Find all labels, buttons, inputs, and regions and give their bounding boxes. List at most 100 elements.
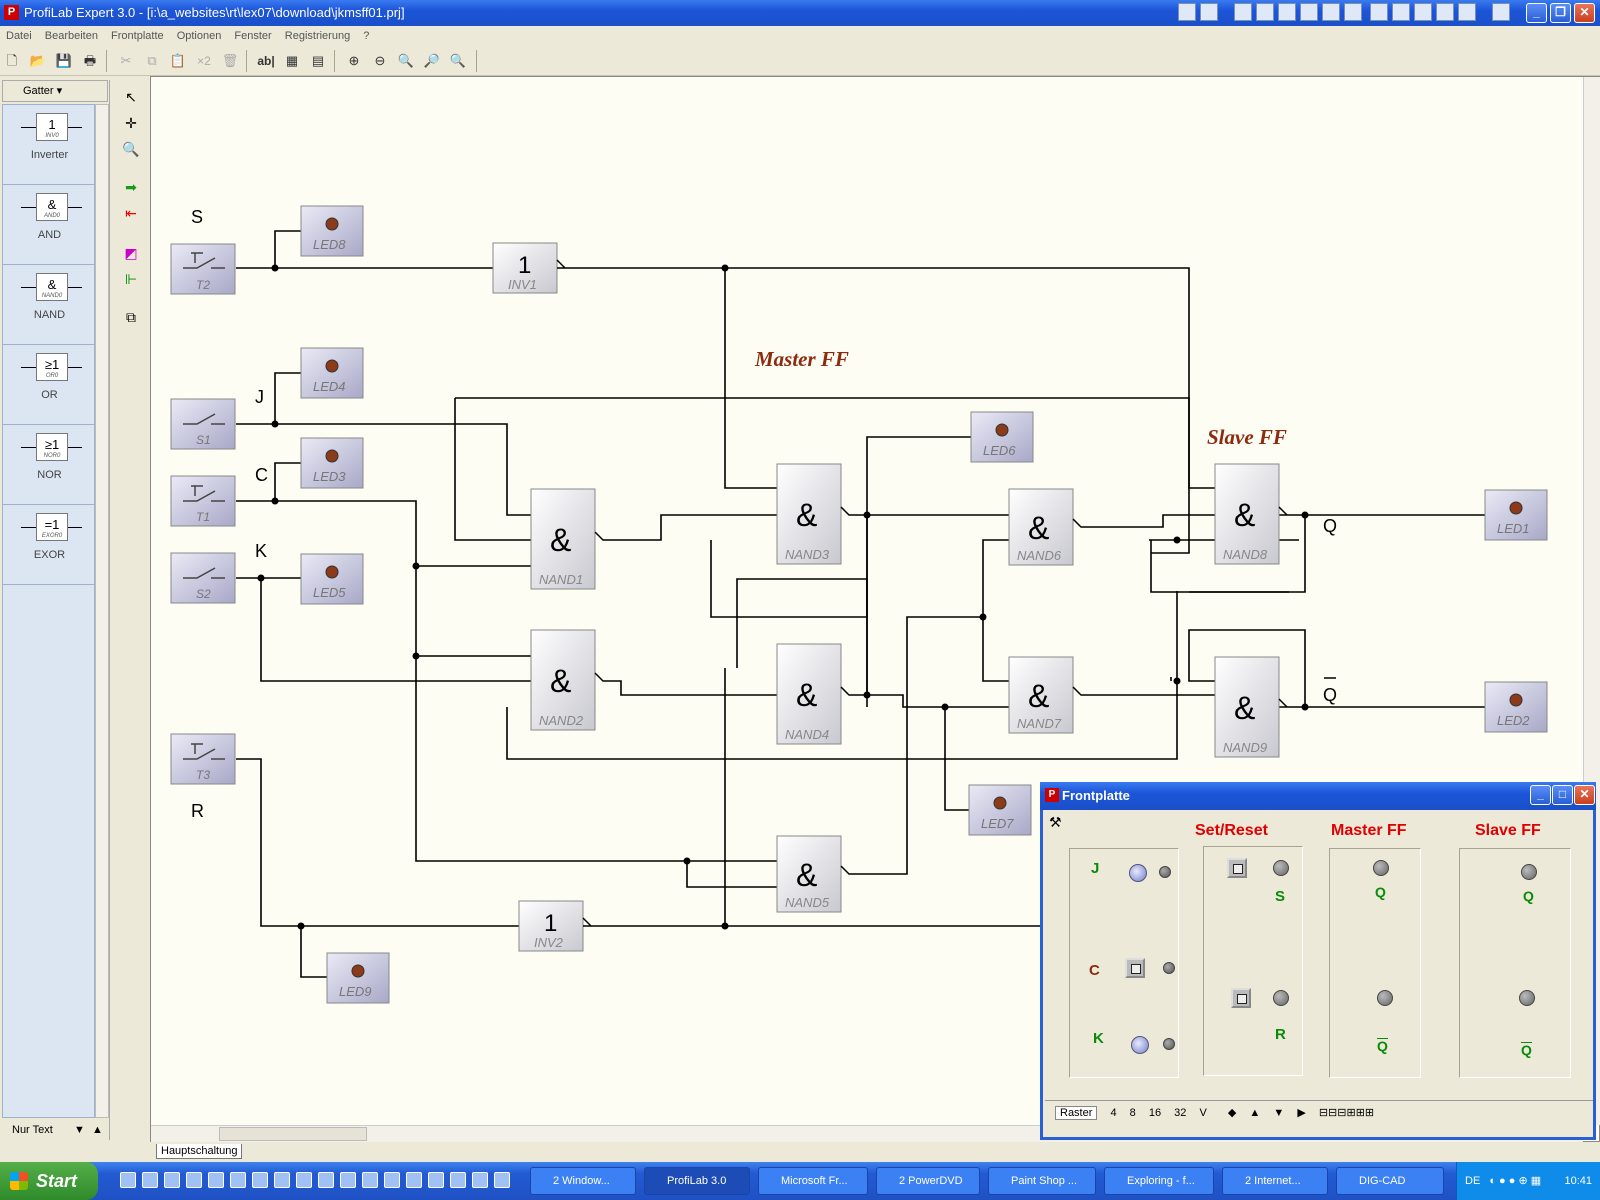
raster-v[interactable]: V [1199,1107,1207,1119]
close-button[interactable]: ✕ [1574,3,1595,23]
frontplatte-window[interactable]: P Frontplatte _ □ ✕ ⚒ Set/Reset Master F… [1040,782,1596,1140]
clock[interactable]: 10:41 [1564,1175,1592,1187]
quickbar-icon[interactable] [1256,3,1274,21]
quicklaunch-icon[interactable] [406,1172,422,1188]
quickbar-icon[interactable] [1278,3,1296,21]
nand-gate-7[interactable]: &NAND7 [1008,656,1097,734]
task-microsoft[interactable]: Microsoft Fr... [758,1167,868,1195]
quickbar-icon[interactable] [1200,3,1218,21]
switch-k[interactable] [1131,1036,1149,1054]
quickbar-icon[interactable] [1344,3,1362,21]
nand-gate-8[interactable]: &NAND8 [1214,463,1288,565]
switch-t3[interactable]: T3 [170,733,236,785]
frontplatte-titlebar[interactable]: P Frontplatte _ □ ✕ [1040,782,1596,810]
quicklaunch-icon[interactable] [142,1172,158,1188]
nand-gate-6[interactable]: &NAND6 [1008,488,1097,566]
tools-icon[interactable]: ⚒ [1049,814,1062,830]
open-folder-icon[interactable]: 📂 [29,53,47,68]
arrow-up-icon[interactable]: ▲ [92,1124,103,1136]
led-7[interactable]: LED7 [968,784,1032,836]
led-6[interactable]: LED6 [970,411,1034,463]
led-5[interactable]: LED5 [300,553,364,605]
quicklaunch-icon[interactable] [494,1172,510,1188]
stop-simulation-icon[interactable]: ⇤ [125,205,137,221]
magnifier-icon[interactable]: 🔍 [122,141,140,157]
raster-16[interactable]: 16 [1148,1107,1162,1119]
maximize-button[interactable]: □ [1552,785,1573,805]
color-icon[interactable]: ◩ [124,245,138,261]
raster-label[interactable]: Raster [1055,1106,1098,1120]
restore-button[interactable]: ❐ [1550,3,1571,23]
palette-item-and[interactable]: &AND0 AND [3,185,96,265]
text-tool-button[interactable]: ab| [257,54,275,68]
quicklaunch-icon[interactable] [252,1172,268,1188]
quicklaunch-icon[interactable] [450,1172,466,1188]
nand-gate-9[interactable]: &NAND9 [1214,656,1288,758]
quicklaunch-icon[interactable] [208,1172,224,1188]
palette-item-nand[interactable]: &NAND0 NAND [3,265,96,345]
quickbar-icon[interactable] [1414,3,1432,21]
raster-4[interactable]: 4 [1110,1107,1117,1119]
palette-footer[interactable]: Nur Text ▼ ▲ [2,1120,108,1140]
switch-t1[interactable]: T1 [170,475,236,527]
led-8[interactable]: LED8 [300,205,364,257]
task-internet[interactable]: 2 Internet... [1222,1167,1328,1195]
menu-fenster[interactable]: Fenster [234,30,272,42]
minimize-button[interactable]: _ [1526,3,1547,23]
zoom-reset-icon[interactable]: 🔍 [449,53,467,68]
paste-icon[interactable]: 📋 [169,53,187,68]
menu-datei[interactable]: Datei [6,30,32,42]
quicklaunch-icon[interactable] [362,1172,378,1188]
junction-icon[interactable]: ✛ [125,115,137,131]
switch-j[interactable] [1129,864,1147,882]
quickbar-icon[interactable] [1436,3,1454,21]
led-1[interactable]: LED1 [1484,489,1548,541]
close-button[interactable]: ✕ [1574,785,1595,805]
zoom-icon[interactable]: 🔍 [397,53,415,68]
align-icons[interactable]: ⊟⊟⊟⊞⊞⊞ [1318,1107,1375,1119]
start-button[interactable]: Start [0,1162,98,1200]
window-titlebar[interactable]: P ProfiLab Expert 3.0 - [i:\a_websites\r… [0,0,1600,26]
task-windows[interactable]: 2 Window... [530,1167,636,1195]
quicklaunch-icon[interactable] [164,1172,180,1188]
task-exploring[interactable]: Exploring - f... [1104,1167,1214,1195]
task-powerdvd[interactable]: 2 PowerDVD [876,1167,980,1195]
arrow-left-icon[interactable]: ◆ [1227,1107,1237,1119]
zoom-out-icon[interactable]: ⊖ [374,53,386,68]
tray-icons[interactable]: ◐ ● ● ⊕ ▦ [1489,1175,1542,1187]
button-set[interactable] [1227,858,1247,878]
menu-bearbeiten[interactable]: Bearbeiten [44,30,98,42]
menu-registrierung[interactable]: Registrierung [284,30,351,42]
nand-gate-2[interactable]: &NAND2 [530,629,619,731]
zoom-fit-icon[interactable]: 🔎 [423,53,441,68]
quickbar-icon[interactable] [1370,3,1388,21]
arrow-right-icon[interactable]: ▶ [1297,1107,1306,1119]
inverter-inv1[interactable]: 1 INV1 [492,242,581,294]
led-3[interactable]: LED3 [300,437,364,489]
button-c[interactable] [1125,958,1145,978]
task-profilab[interactable]: ProfiLab 3.0 [644,1167,750,1195]
led-2[interactable]: LED2 [1484,681,1548,733]
quickbar-icon[interactable] [1458,3,1476,21]
switch-s2[interactable]: S2 [170,552,236,604]
quickbar-icon[interactable] [1300,3,1318,21]
delete-icon[interactable]: 🗑 [221,53,239,68]
nand-gate-4[interactable]: &NAND4 [776,643,865,745]
cut-icon[interactable]: ✂ [120,53,132,68]
scroll-thumb[interactable] [219,1127,367,1141]
quicklaunch-icon[interactable] [120,1172,136,1188]
quicklaunch-icon[interactable] [186,1172,202,1188]
led-9[interactable]: LED9 [326,952,390,1004]
switch-s1[interactable]: S1 [170,398,236,450]
arrow-down-icon[interactable]: ▼ [1273,1107,1285,1119]
schematic-svg[interactable]: S J C K R Q Q Master FF Slave FF T2 S1 T… [151,77,1583,1125]
nand-gate-5[interactable]: &NAND5 [776,835,865,913]
quicklaunch-icon[interactable] [296,1172,312,1188]
minimize-button[interactable]: _ [1530,785,1551,805]
quicklaunch-icon[interactable] [428,1172,444,1188]
arrow-up-icon[interactable]: ▲ [1249,1107,1261,1119]
copy-icon[interactable]: ⧉ [147,53,157,68]
